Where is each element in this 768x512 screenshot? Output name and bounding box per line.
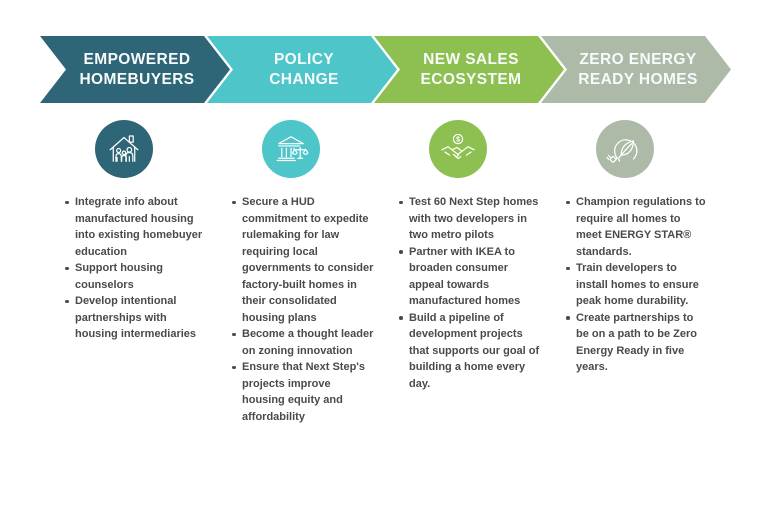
bullet-item: Create partnerships to be on a path to b… [565,310,709,376]
bullet-item: Develop intentional partnerships with ho… [64,293,208,343]
banner-title: ZERO ENERGY READY HOMES [578,51,698,88]
bullet-item: Partner with IKEA to broaden consumer ap… [398,244,542,310]
house-family-icon [94,120,153,178]
column-new-sales-ecosystem: NEW SALES ECOSYSTEM $ Test 60 Next Step … [374,36,564,506]
bullet-item: Champion regulations to require all home… [565,194,709,260]
bullet-list: Test 60 Next Step homes with two develop… [398,194,542,392]
bullet-list: Integrate info about manufactured housin… [64,194,208,343]
bullet-item: Integrate info about manufactured housin… [64,194,208,260]
bullet-item: Support housing counselors [64,260,208,293]
banner-title: NEW SALES ECOSYSTEM [420,51,522,88]
bullet-item: Train developers to install homes to ens… [565,260,709,310]
banner-title: POLICY CHANGE [269,51,339,88]
bullet-item: Test 60 Next Step homes with two develop… [398,194,542,244]
column-empowered-homebuyers: EMPOWERED HOMEBUYERS Integrate info abou… [40,36,230,506]
bullet-item: Become a thought leader on zoning innova… [231,326,375,359]
svg-text:$: $ [456,137,460,144]
banner-policy-change: POLICY CHANGE [207,36,397,103]
bank-scales-icon [261,120,320,178]
bullet-item: Build a pipeline of development projects… [398,310,542,393]
handshake-dollar-icon: $ [428,120,487,178]
bullet-list: Champion regulations to require all home… [565,194,709,376]
bullet-item: Secure a HUD commitment to expedite rule… [231,194,375,326]
bullet-item: Ensure that Next Step's projects improve… [231,359,375,425]
banner-empowered-homebuyers: EMPOWERED HOMEBUYERS [40,36,230,103]
column-policy-change: POLICY CHANGE Secure a HUD commitment to… [207,36,397,506]
banner-new-sales-ecosystem: NEW SALES ECOSYSTEM [374,36,564,103]
banner-zero-energy-ready-homes: ZERO ENERGY READY HOMES [541,36,731,103]
banner-title: EMPOWERED HOMEBUYERS [79,51,195,88]
bullet-list: Secure a HUD commitment to expedite rule… [231,194,375,425]
leaf-plug-icon [595,120,654,178]
column-zero-energy-ready-homes: ZERO ENERGY READY HOMES Champion regulat… [541,36,731,506]
